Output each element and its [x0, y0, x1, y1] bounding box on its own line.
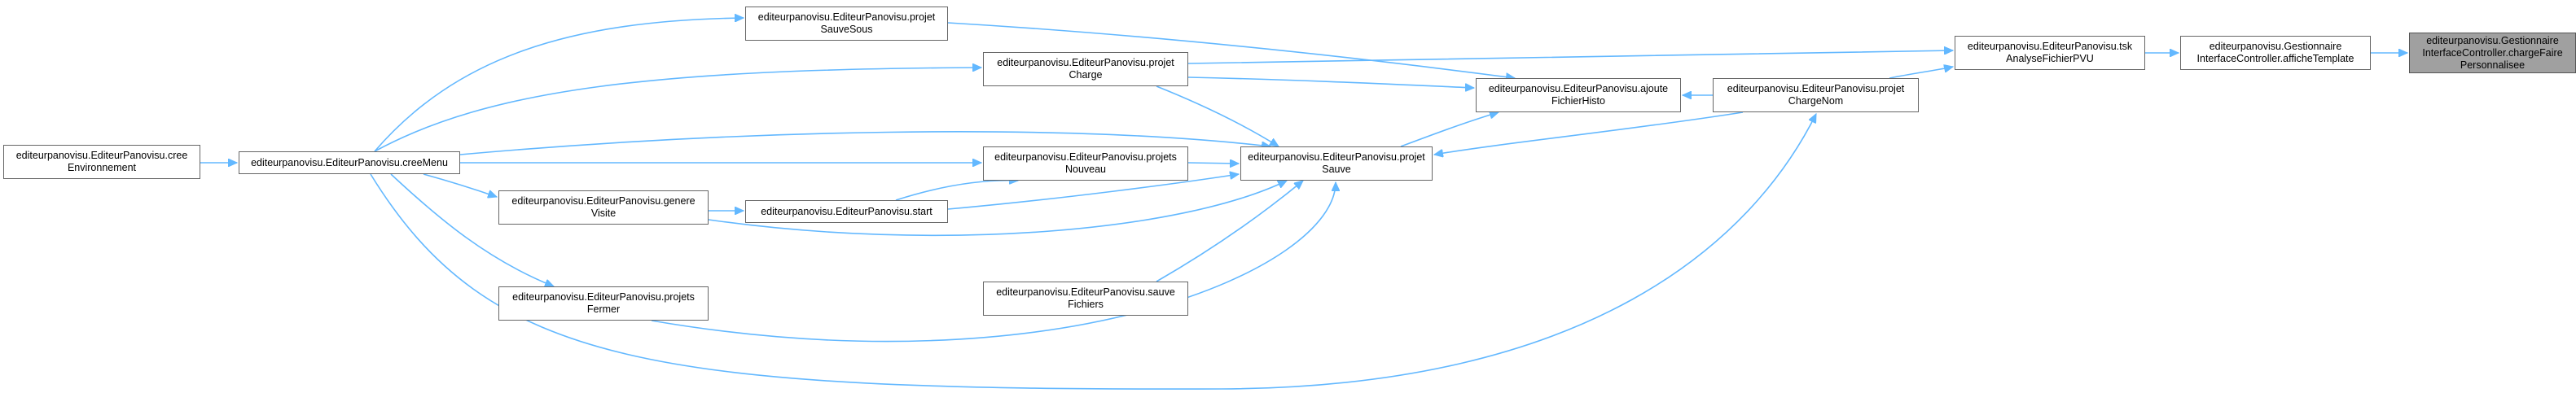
node-cree-menu[interactable]: editeurpanovisu.EditeurPanovisu.creeMenu	[239, 151, 460, 174]
node-start[interactable]: editeurpanovisu.EditeurPanovisu.start	[745, 200, 948, 223]
node-label: editeurpanovisu.Gestionnaire InterfaceCo…	[2422, 34, 2563, 71]
node-label: editeurpanovisu.EditeurPanovisu.projet S…	[757, 11, 936, 35]
node-genere-visite[interactable]: editeurpanovisu.EditeurPanovisu.genere V…	[498, 190, 709, 225]
node-label: editeurpanovisu.EditeurPanovisu.creeMenu	[251, 156, 448, 168]
edge-genereVisite-to-projetSauve	[708, 180, 1287, 237]
node-label: editeurpanovisu.EditeurPanovisu.start	[761, 205, 933, 217]
node-label: editeurpanovisu.Gestionnaire InterfaceCo…	[2196, 41, 2354, 64]
node-label: editeurpanovisu.EditeurPanovisu.projet C…	[997, 57, 1174, 81]
edge-creeMenu-to-projetsFermer	[390, 173, 554, 286]
node-projets-nouveau[interactable]: editeurpanovisu.EditeurPanovisu.projets …	[983, 146, 1188, 181]
node-cree-environnement[interactable]: editeurpanovisu.EditeurPanovisu.cree Env…	[3, 145, 200, 179]
node-projets-fermer[interactable]: editeurpanovisu.EditeurPanovisu.projets …	[498, 286, 709, 321]
edge-projetCharge-to-tskAnalyse	[1187, 50, 1953, 64]
edge-start-to-projetsNouveau	[895, 181, 1018, 201]
node-label: editeurpanovisu.EditeurPanovisu.projets …	[994, 151, 1177, 175]
edge-projetSauveSous-to-ajouteFichierHisto	[947, 22, 1515, 78]
node-projet-charge[interactable]: editeurpanovisu.EditeurPanovisu.projet C…	[983, 52, 1188, 86]
node-label: editeurpanovisu.EditeurPanovisu.ajoute F…	[1488, 83, 1669, 107]
node-projet-charge-nom[interactable]: editeurpanovisu.EditeurPanovisu.projet C…	[1713, 78, 1919, 112]
edge-creeMenu-to-projetSauve	[459, 131, 1270, 155]
node-charge-faire-personnalisee: editeurpanovisu.Gestionnaire InterfaceCo…	[2409, 33, 2576, 73]
edge-creeMenu-to-projetCharge	[374, 68, 981, 152]
edge-start-to-projetSauve	[947, 174, 1239, 210]
edge-projetChargeNom-to-tskAnalyse	[1889, 67, 1953, 79]
node-projet-sauve[interactable]: editeurpanovisu.EditeurPanovisu.projet S…	[1240, 146, 1433, 181]
node-label: editeurpanovisu.EditeurPanovisu.projet C…	[1727, 83, 1905, 107]
node-label: editeurpanovisu.EditeurPanovisu.tsk Anal…	[1967, 41, 2133, 64]
node-projet-sauve-sous[interactable]: editeurpanovisu.EditeurPanovisu.projet S…	[745, 7, 948, 41]
node-label: editeurpanovisu.EditeurPanovisu.genere V…	[511, 195, 696, 219]
edge-projetSauve-to-ajouteFichierHisto	[1400, 112, 1499, 147]
edge-creeMenu-to-genereVisite	[423, 173, 497, 197]
edge-sauveFichiers-to-projetSauve	[1156, 181, 1303, 282]
edge-creeMenu-to-projetSauveSous	[374, 18, 744, 152]
node-ajoute-fichier-histo[interactable]: editeurpanovisu.EditeurPanovisu.ajoute F…	[1476, 78, 1681, 112]
node-sauve-fichiers[interactable]: editeurpanovisu.EditeurPanovisu.sauve Fi…	[983, 282, 1188, 316]
node-label: editeurpanovisu.EditeurPanovisu.sauve Fi…	[996, 286, 1175, 310]
edge-projetsNouveau-to-projetSauve	[1187, 163, 1239, 164]
node-tsk-analyse-fichier-pvu[interactable]: editeurpanovisu.EditeurPanovisu.tsk Anal…	[1955, 36, 2145, 70]
edge-projetChargeNom-to-projetSauve	[1434, 111, 1744, 155]
node-label: editeurpanovisu.EditeurPanovisu.cree Env…	[15, 150, 188, 173]
edge-projetCharge-to-projetSauve	[1156, 85, 1279, 147]
node-label: editeurpanovisu.EditeurPanovisu.projets …	[512, 291, 695, 315]
edge-projetCharge-to-ajouteFichierHisto	[1187, 76, 1474, 88]
node-label: editeurpanovisu.EditeurPanovisu.projet S…	[1248, 151, 1425, 175]
node-affiche-template[interactable]: editeurpanovisu.Gestionnaire InterfaceCo…	[2180, 36, 2371, 70]
